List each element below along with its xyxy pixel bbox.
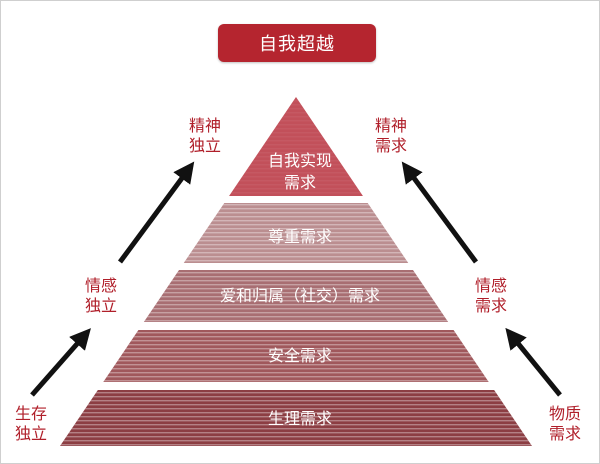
right-label-material-needs: 物质 需求	[540, 404, 590, 444]
tier-self-actualization-stripes	[229, 97, 363, 196]
side-label-line: 独立	[84, 296, 117, 315]
side-label-line: 生存	[14, 404, 47, 423]
right-label-emotional-needs: 情感 需求	[466, 276, 516, 316]
right-label-spiritual-needs: 精神 需求	[366, 116, 416, 156]
tier-safety-stripes	[103, 330, 489, 382]
side-label-line: 精神	[374, 116, 407, 135]
side-label-line: 需求	[548, 424, 581, 443]
side-label-line: 需求	[374, 136, 407, 155]
title-text: 自我超越	[259, 34, 335, 55]
tier-belonging-stripes	[143, 270, 449, 322]
side-label-line: 情感	[84, 276, 117, 295]
left-label-spiritual-independence: 精神 独立	[180, 116, 230, 156]
tier-esteem-stripes	[183, 203, 409, 263]
side-label-line: 需求	[474, 296, 507, 315]
arrow-up-icon-left-upper	[117, 161, 195, 264]
title-badge: 自我超越	[218, 24, 376, 62]
side-label-line: 独立	[14, 424, 47, 443]
side-label-line: 情感	[474, 276, 507, 295]
arrow-up-icon-left-lower	[30, 328, 91, 397]
arrow-up-icon-right-upper	[401, 161, 479, 264]
side-label-line: 精神	[188, 116, 221, 135]
arrow-up-icon-right-lower	[505, 327, 562, 397]
side-label-line: 物质	[548, 404, 581, 423]
side-label-line: 独立	[188, 136, 221, 155]
tier-physiological-stripes	[60, 390, 532, 446]
left-label-survival-independence: 生存 独立	[6, 404, 56, 444]
left-label-emotional-independence: 情感 独立	[76, 276, 126, 316]
